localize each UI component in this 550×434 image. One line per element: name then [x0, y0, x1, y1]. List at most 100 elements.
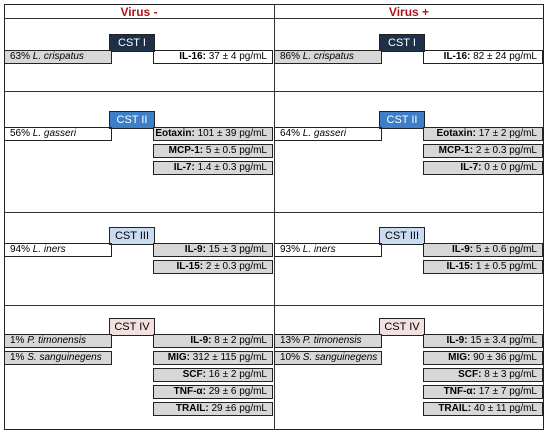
column-header-right: Virus + — [388, 5, 430, 19]
row-divider — [274, 305, 544, 306]
cytokine-value: 15 ± 3.4 pg/mL — [470, 335, 537, 346]
bacteria-percent: 1% — [10, 352, 25, 363]
cytokine-value-box: TNF-α: 29 ± 6 pg/mL — [153, 385, 273, 399]
cytokine-value: 29 ±6 pg/mL — [211, 403, 267, 414]
cytokine-name: MIG: — [167, 352, 190, 363]
cytokine-value-box: TNF-α: 17 ± 7 pg/mL — [423, 385, 543, 399]
bacteria-abundance-box: 86% L. crispatus — [274, 50, 382, 64]
cytokine-value: 2 ± 0.3 pg/mL — [475, 145, 537, 156]
cytokine-value-box: IL-7: 1.4 ± 0.3 pg/mL — [153, 161, 273, 175]
cytokine-name: TRAIL: — [438, 403, 472, 414]
cytokine-value: 5 ± 0.6 pg/mL — [475, 244, 537, 255]
bacteria-species: L. gasseri — [32, 128, 77, 139]
bacteria-abundance-box: 10% S. sanguinegens — [274, 351, 382, 365]
bacteria-percent: 86% — [280, 51, 301, 62]
cytokine-name: IL-7: — [460, 162, 482, 173]
cst-label-box: CST II — [379, 111, 425, 129]
cst-label-box: CST I — [109, 34, 155, 52]
cytokine-value: 37 ± 4 pg/mL — [208, 51, 267, 62]
cytokine-name: IL-16: — [443, 51, 471, 62]
bacteria-percent: 94% — [10, 244, 31, 255]
cytokine-value: 1.4 ± 0.3 pg/mL — [197, 162, 267, 173]
bacteria-percent: 10% — [280, 352, 301, 363]
cytokine-value-box: MCP-1: 5 ± 0.5 pg/mL — [153, 144, 273, 158]
cytokine-value-box: IL-16: 37 ± 4 pg/mL — [153, 50, 273, 64]
cytokine-value: 16 ± 2 pg/mL — [208, 369, 267, 380]
cytokine-name: Eotaxin: — [436, 128, 476, 139]
cytokine-value-box: SCF: 16 ± 2 pg/mL — [153, 368, 273, 382]
cytokine-value-box: MIG: 312 ± 115 pg/mL — [153, 351, 273, 365]
row-divider — [274, 91, 544, 92]
bacteria-species: S. sanguinegens — [302, 352, 378, 363]
bacteria-percent: 13% — [280, 335, 301, 346]
cytokine-value-box: IL-9: 15 ± 3 pg/mL — [153, 243, 273, 257]
cst-label-box: CST IV — [109, 318, 155, 336]
bacteria-percent: 64% — [280, 128, 301, 139]
cytokine-value: 15 ± 3 pg/mL — [208, 244, 267, 255]
row-divider — [274, 212, 544, 213]
cytokine-name: IL-7: — [173, 162, 195, 173]
cytokine-name: TRAIL: — [175, 403, 209, 414]
cst-label-box: CST III — [109, 227, 155, 245]
bacteria-species: L. crispatus — [302, 51, 354, 62]
bacteria-percent: 1% — [10, 335, 25, 346]
cytokine-value-box: IL-16: 82 ± 24 pg/mL — [423, 50, 543, 64]
cytokine-name: IL-15: — [446, 261, 474, 272]
cytokine-value-box: TRAIL: 29 ±6 pg/mL — [153, 402, 273, 416]
bacteria-abundance-box: 56% L. gasseri — [4, 127, 112, 141]
cst-label-box: CST IV — [379, 318, 425, 336]
cytokine-name: MIG: — [448, 352, 471, 363]
cytokine-name: MCP-1: — [438, 145, 474, 156]
bacteria-abundance-box: 94% L. iners — [4, 243, 112, 257]
bacteria-abundance-box: 93% L. iners — [274, 243, 382, 257]
cytokine-name: MCP-1: — [168, 145, 204, 156]
cytokine-value: 17 ± 2 pg/mL — [478, 128, 537, 139]
cytokine-name: SCF: — [182, 369, 206, 380]
bacteria-species: L. iners — [32, 244, 66, 255]
cytokine-value: 17 ± 7 pg/mL — [478, 386, 537, 397]
cytokine-value-box: IL-15: 2 ± 0.3 pg/mL — [153, 260, 273, 274]
cytokine-value-box: Eotaxin: 17 ± 2 pg/mL — [423, 127, 543, 141]
cytokine-name: Eotaxin: — [155, 128, 195, 139]
cytokine-value: 1 ± 0.5 pg/mL — [475, 261, 537, 272]
cytokine-name: IL-9: — [452, 244, 474, 255]
bacteria-abundance-box: 1% S. sanguinegens — [4, 351, 112, 365]
row-divider — [4, 305, 274, 306]
cytokine-value-box: IL-9: 15 ± 3.4 pg/mL — [423, 334, 543, 348]
bacteria-abundance-box: 63% L. crispatus — [4, 50, 112, 64]
cytokine-value-box: MIG: 90 ± 36 pg/mL — [423, 351, 543, 365]
cytokine-value-box: MCP-1: 2 ± 0.3 pg/mL — [423, 144, 543, 158]
bacteria-species: P. timonensis — [27, 335, 86, 346]
cytokine-value: 90 ± 36 pg/mL — [473, 352, 537, 363]
cst-label-box: CST I — [379, 34, 425, 52]
cst-label-box: CST III — [379, 227, 425, 245]
cytokine-name: TNF-α: — [173, 386, 206, 397]
bacteria-species: S. sanguinegens — [27, 352, 102, 363]
cytokine-value: 82 ± 24 pg/mL — [473, 51, 537, 62]
cytokine-value: 5 ± 0.5 pg/mL — [205, 145, 267, 156]
bacteria-species: L. crispatus — [32, 51, 84, 62]
row-divider — [4, 91, 274, 92]
cytokine-value: 29 ± 6 pg/mL — [208, 386, 267, 397]
bacteria-abundance-box: 13% P. timonensis — [274, 334, 382, 348]
header-divider — [4, 18, 544, 19]
bacteria-species: L. gasseri — [302, 128, 347, 139]
cytokine-name: TNF-α: — [443, 386, 476, 397]
column-divider — [274, 4, 275, 430]
cytokine-value-box: IL-9: 8 ± 2 pg/mL — [153, 334, 273, 348]
cytokine-name: IL-9: — [446, 335, 468, 346]
bacteria-species: L. iners — [302, 244, 336, 255]
bacteria-species: P. timonensis — [302, 335, 362, 346]
cytokine-name: IL-15: — [176, 261, 204, 272]
cytokine-value: 312 ± 115 pg/mL — [192, 352, 267, 363]
cytokine-value-box: SCF: 8 ± 3 pg/mL — [423, 368, 543, 382]
cytokine-value-box: Eotaxin: 101 ± 39 pg/mL — [153, 127, 273, 141]
cytokine-value-box: TRAIL: 40 ± 11 pg/mL — [423, 402, 543, 416]
cytokine-value: 2 ± 0.3 pg/mL — [205, 261, 267, 272]
cytokine-name: IL-16: — [179, 51, 206, 62]
cst-label-box: CST II — [109, 111, 155, 129]
cytokine-value: 0 ± 0 pg/mL — [484, 162, 537, 173]
cytokine-name: SCF: — [458, 369, 482, 380]
bacteria-abundance-box: 1% P. timonensis — [4, 334, 112, 348]
bacteria-percent: 63% — [10, 51, 31, 62]
